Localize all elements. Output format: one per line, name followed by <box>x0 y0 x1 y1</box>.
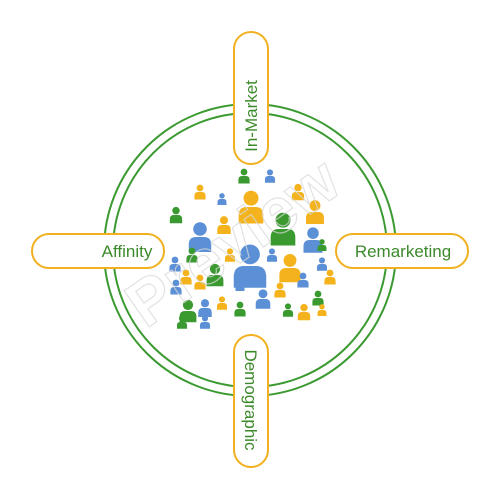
label-texts: In-Market Demographic Affinity Remarketi… <box>102 80 452 451</box>
label-pills <box>31 31 469 468</box>
person-icon <box>169 256 181 272</box>
person-icon <box>224 248 236 262</box>
person-icon <box>233 244 267 288</box>
person-icon <box>188 222 212 252</box>
person-icon <box>255 289 271 309</box>
person-icon <box>316 257 328 271</box>
person-icon <box>270 212 296 246</box>
affinity-pill <box>31 233 165 269</box>
person-icon <box>180 269 192 285</box>
person-icon <box>264 169 276 183</box>
in-market-label: In-Market <box>242 80 261 152</box>
person-icon <box>279 253 301 283</box>
person-icon <box>234 301 246 317</box>
demographic-label: Demographic <box>241 349 260 451</box>
person-icon <box>198 299 212 317</box>
remarketing-label: Remarketing <box>355 242 451 261</box>
person-icon <box>291 183 305 201</box>
person-icon <box>170 279 182 295</box>
affinity-label: Affinity <box>102 242 153 261</box>
in-market-pill <box>233 31 269 165</box>
demographic-pill <box>233 334 269 468</box>
person-icon <box>306 200 324 224</box>
person-icon <box>206 263 224 287</box>
person-icon <box>238 168 250 184</box>
person-icon <box>297 272 309 288</box>
person-icon <box>186 247 198 263</box>
person-icon <box>274 282 286 298</box>
person-icon <box>282 303 294 317</box>
person-icon <box>235 279 245 291</box>
person-icon <box>297 303 311 321</box>
people-cluster <box>169 168 336 329</box>
person-icon <box>217 193 227 205</box>
person-icon <box>176 315 188 329</box>
person-icon <box>317 304 327 316</box>
person-icon <box>217 216 231 234</box>
person-icon <box>169 206 183 224</box>
person-icon <box>317 239 327 251</box>
person-icon <box>199 315 211 329</box>
person-icon <box>216 296 228 310</box>
person-icon <box>238 190 264 224</box>
person-icon <box>194 274 206 290</box>
person-icon <box>194 184 206 200</box>
person-icon <box>312 290 324 306</box>
person-icon <box>324 269 336 285</box>
remarketing-pill <box>335 233 469 269</box>
person-icon <box>266 248 278 262</box>
